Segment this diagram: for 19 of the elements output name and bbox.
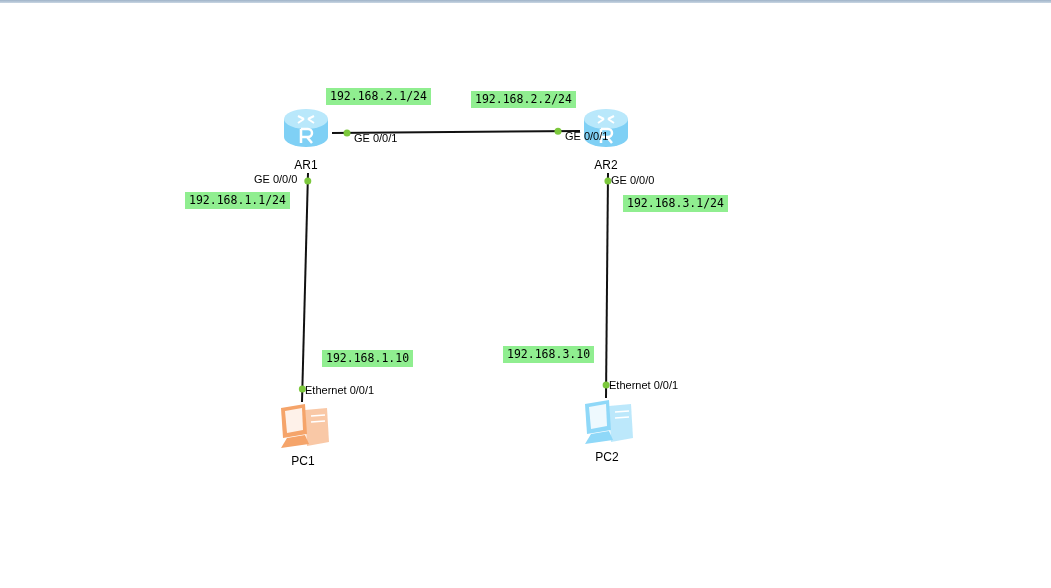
ip-address-tag: 192.168.1.10 xyxy=(322,350,414,367)
device-name: PC1 xyxy=(291,455,315,468)
ip-address-tag: 192.168.2.2/24 xyxy=(471,91,576,108)
port-label: GE 0/0/0 xyxy=(611,174,655,187)
port-label: Ethernet 0/0/1 xyxy=(609,379,679,392)
ip-address-tag: 192.168.2.1/24 xyxy=(326,88,431,105)
device-name: PC2 xyxy=(595,451,619,464)
port-label: GE 0/0/1 xyxy=(565,130,609,143)
ip-address-tag: 192.168.3.1/24 xyxy=(623,195,728,212)
network-link xyxy=(605,172,609,399)
port-label: GE 0/0/1 xyxy=(354,132,398,145)
port-label: GE 0/0/0 xyxy=(254,173,298,186)
network-link xyxy=(301,172,309,403)
network-link xyxy=(331,130,581,134)
ip-address-tag: 192.168.1.1/24 xyxy=(185,192,290,209)
device-name: AR1 xyxy=(294,159,318,172)
ip-address-tag: 192.168.3.10 xyxy=(503,346,595,363)
port-label: Ethernet 0/0/1 xyxy=(305,384,375,397)
device-name: AR2 xyxy=(594,159,618,172)
